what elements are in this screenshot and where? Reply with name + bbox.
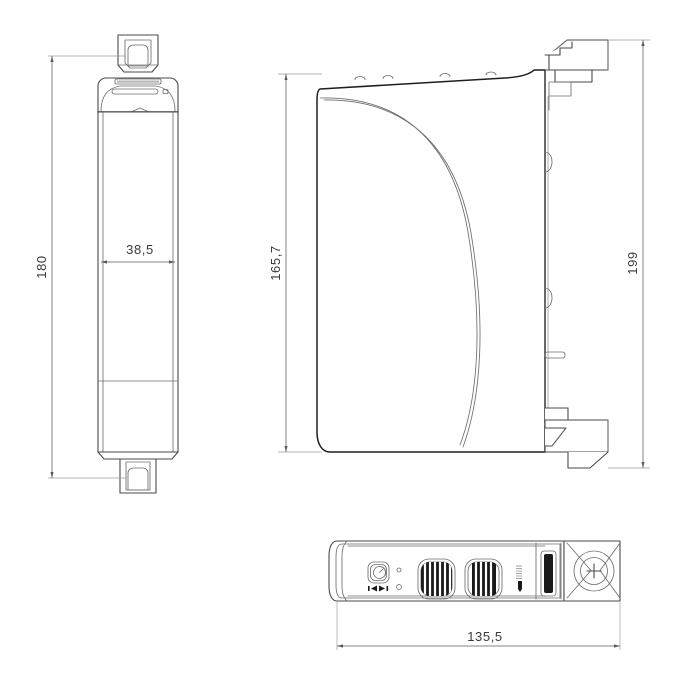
dimension-label-135-5: 135,5: [467, 629, 503, 644]
bottom-mounting-bracket: [119, 458, 157, 494]
view-side-profile: 165,7 199: [268, 39, 650, 469]
body-shell-profile: [316, 69, 546, 453]
dimension-height-199: 199: [608, 39, 650, 469]
speaker-grille-icon-right: [464, 558, 503, 600]
dimension-label-199: 199: [625, 251, 640, 275]
dimension-label-165-7: 165,7: [268, 245, 283, 281]
end-cap-screw-assembly: [563, 540, 621, 602]
dimension-height-180: 180: [34, 55, 126, 479]
label-text-icon: [516, 565, 522, 592]
connector-slot-icon: [535, 542, 562, 600]
phillips-screw-icon: [586, 563, 602, 579]
led-dot-icon-lower: [396, 584, 402, 590]
main-body-tube: [97, 111, 179, 460]
dimension-label-38-5: 38,5: [126, 242, 154, 257]
top-cap-assembly: [97, 77, 179, 113]
track-skip-icon: [368, 585, 389, 592]
dimension-label-180: 180: [34, 255, 49, 279]
view-bottom-plan: 135,5: [328, 540, 621, 650]
dimension-width-135-5: 135,5: [336, 601, 621, 650]
rotary-knob-icon[interactable]: [367, 561, 390, 584]
mounting-back-plate: [544, 39, 609, 469]
dimension-width-38-5: 38,5: [101, 242, 175, 264]
top-mounting-bracket: [117, 34, 159, 73]
led-dot-icon-upper: [396, 567, 402, 573]
speaker-grille-icon-left: [417, 558, 456, 600]
dimension-height-165-7: 165,7: [268, 73, 322, 453]
view-front-elevation: 180 38,5: [34, 34, 179, 494]
